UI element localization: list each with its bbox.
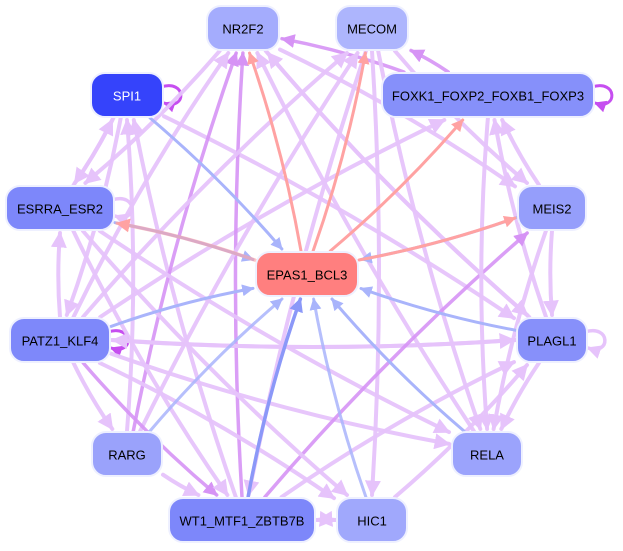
edge-epas1-bcl3-to-esrra-esr2[interactable] [115,218,257,262]
edge-spi1-to-epas1-bcl3[interactable] [148,116,284,251]
edge-nr2f2-to-esrra-esr2[interactable] [83,49,222,185]
edge-wt1-mtf1-zbtb7b-to-meis2[interactable] [263,231,529,499]
edge-rarg-to-wt1-mtf1-zbtb7b[interactable] [161,472,201,497]
edge-foxk1-foxp2-foxb1-foxp3-to-foxk1-foxp2-foxb1-foxp3[interactable] [590,84,614,113]
node-box [168,497,316,543]
edge-patz1-klf4-to-rarg[interactable] [71,361,115,431]
node-box [90,72,164,118]
node-label: ESRRA_ESR2 [17,202,103,217]
node-box [381,72,595,118]
edge-meis2-to-plagl1[interactable] [542,229,559,317]
node-plagl1[interactable]: PLAGL1 [516,317,588,363]
edge-meis2-to-foxk1-foxp2-foxb1-foxp3[interactable] [500,118,541,187]
node-label: FOXK1_FOXP2_FOXB1_FOXP3 [392,89,584,104]
edge-hic1-to-epas1-bcl3[interactable] [309,297,368,499]
edge-wt1-mtf1-zbtb7b-to-nr2f2[interactable] [233,51,250,499]
node-box [335,5,409,51]
edge-epas1-bcl3-to-meis2[interactable] [357,215,517,262]
node-patz1-klf4[interactable]: PATZ1_KLF4 [9,317,111,363]
edge-wt1-mtf1-zbtb7b-to-spi1[interactable] [128,118,238,499]
node-label: PLAGL1 [527,334,576,349]
edge-rarg-to-spi1[interactable] [120,118,137,433]
edge-rela-to-nr2f2[interactable] [255,51,476,433]
node-label: RARG [108,448,146,463]
edge-epas1-bcl3-to-mecom[interactable] [311,51,370,253]
node-box [336,497,408,543]
edge-spi1-to-plagl1[interactable] [162,114,516,321]
node-nr2f2[interactable]: NR2F2 [206,5,280,51]
node-rela[interactable]: RELA [451,431,523,477]
node-rarg[interactable]: RARG [91,431,163,477]
edge-esrra-esr2-to-rela[interactable] [97,229,451,435]
node-foxk1-foxp2-foxb1-foxp3[interactable]: FOXK1_FOXP2_FOXB1_FOXP3 [381,72,595,118]
edge-patz1-klf4-to-nr2f2[interactable] [71,51,231,319]
edge-patz1-klf4-to-epas1-bcl3[interactable] [109,284,255,328]
edge-esrra-esr2-to-spi1[interactable] [71,118,115,187]
edge-plagl1-to-epas1-bcl3[interactable] [359,286,518,332]
node-esrra-esr2[interactable]: ESRRA_ESR2 [5,185,115,231]
edge-patz1-klf4-to-mecom[interactable] [81,51,349,319]
edge-epas1-bcl3-to-nr2f2[interactable] [247,51,303,253]
edge-esrra-esr2-to-hic1[interactable] [81,229,349,497]
node-box [91,431,163,477]
node-label: MEIS2 [532,202,571,217]
node-box [517,185,587,231]
edge-esrra-esr2-to-wt1-mtf1-zbtb7b[interactable] [71,229,230,497]
nodes-layer: NR2F2 MECOM SPI1 FOXK1_FOXP2_FOXB1_FOXP3… [5,5,595,543]
node-box [5,185,115,231]
node-label: PATZ1_KLF4 [22,334,99,349]
edge-plagl1-to-rela[interactable] [499,361,541,431]
edge-epas1-bcl3-to-foxk1-foxp2-foxb1-foxp3[interactable] [328,118,465,253]
edge-plagl1-to-plagl1[interactable] [583,328,607,359]
node-spi1[interactable]: SPI1 [90,72,164,118]
edge-plagl1-to-foxk1-foxp2-foxb1-foxp3[interactable] [489,118,548,319]
node-label: NR2F2 [222,22,263,37]
edge-foxk1-foxp2-foxb1-foxp3-to-mecom[interactable] [409,48,450,74]
node-meis2[interactable]: MEIS2 [517,185,587,231]
edge-rarg-to-epas1-bcl3[interactable] [148,297,284,433]
node-box [206,5,280,51]
node-box [516,317,588,363]
node-hic1[interactable]: HIC1 [336,497,408,543]
node-box [451,431,523,477]
node-label: MECOM [347,22,397,37]
node-label: WT1_MTF1_ZBTB7B [180,514,305,529]
node-mecom[interactable]: MECOM [335,5,409,51]
edge-rela-to-epas1-bcl3[interactable] [330,297,466,433]
node-label: HIC1 [357,514,387,529]
node-box [255,251,359,297]
edge-nr2f2-to-plagl1[interactable] [263,49,530,317]
edge-rarg-to-nr2f2[interactable] [131,51,239,433]
node-wt1-mtf1-zbtb7b[interactable]: WT1_MTF1_ZBTB7B [168,497,316,543]
node-label: EPAS1_BCL3 [267,268,348,283]
edge-patz1-klf4-to-rela[interactable] [109,351,451,450]
node-box [9,317,111,363]
edge-meis2-to-epas1-bcl3[interactable] [359,215,519,264]
edge-wt1-mtf1-zbtb7b-to-epas1-bcl3[interactable] [246,297,303,499]
node-label: SPI1 [113,89,141,104]
edge-patz1-klf4-to-esrra-esr2[interactable] [50,231,67,319]
edge-patz1-klf4-to-plagl1[interactable] [109,333,516,349]
edge-rarg-to-mecom[interactable] [138,51,360,433]
node-label: RELA [470,448,504,463]
node-epas1-bcl3[interactable]: EPAS1_BCL3 [255,251,359,297]
